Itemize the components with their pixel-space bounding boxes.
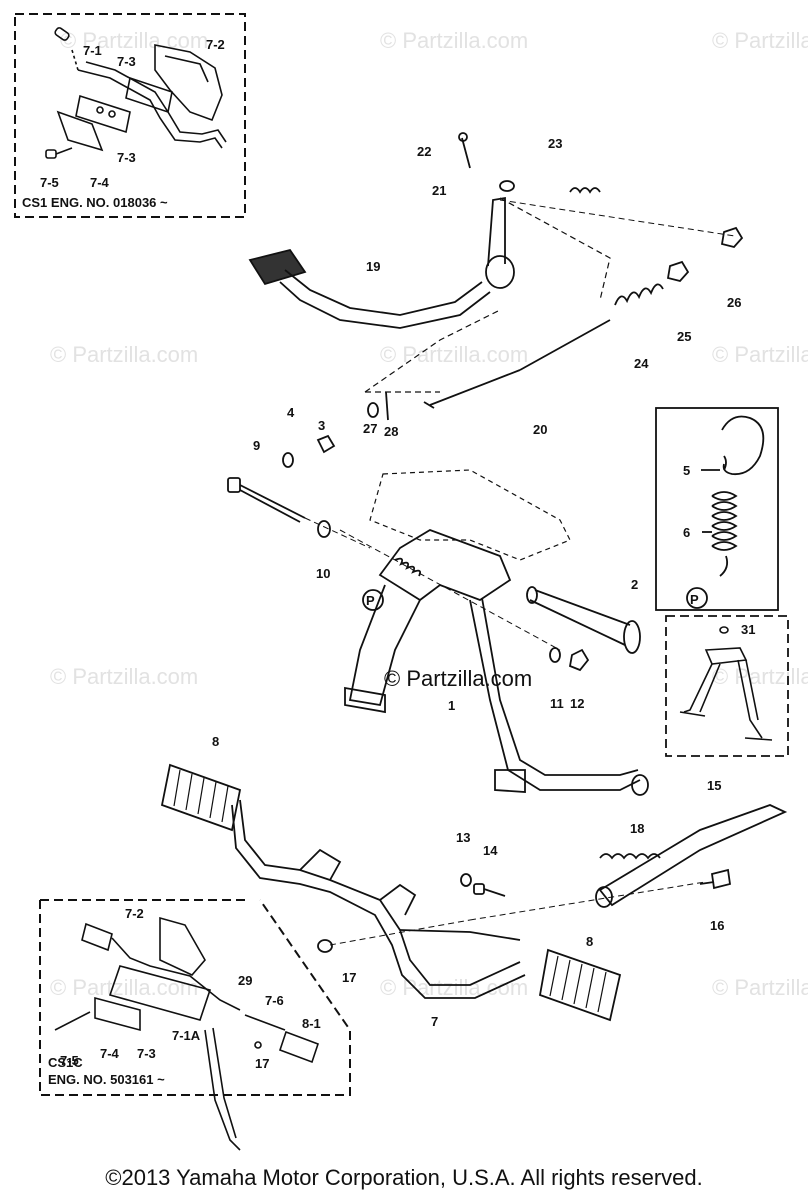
callout-label: 7-3 xyxy=(117,54,136,69)
watermark: © Partzilla.com xyxy=(60,28,208,53)
inset-stand-spring: 5 6 P xyxy=(655,407,779,611)
inset-caption-model: CS1C xyxy=(48,1055,83,1070)
watermark: © Partzilla.com xyxy=(380,28,528,53)
watermark: © Partzilla.com xyxy=(712,664,808,689)
callout-label: 11 xyxy=(550,696,564,711)
callout-label: 28 xyxy=(384,424,398,439)
callout-label: 7-3 xyxy=(117,150,136,165)
watermark: © Partzilla.com xyxy=(712,975,808,1000)
callout-label: 3 xyxy=(318,418,325,433)
badge-letter: P xyxy=(366,593,375,608)
brake-pedal-assembly xyxy=(248,132,744,421)
callout-label: 10 xyxy=(316,566,330,581)
callout-label: 12 xyxy=(570,696,584,711)
callout-label: 24 xyxy=(634,356,649,371)
callout-label: 21 xyxy=(432,183,446,198)
callout-label: 18 xyxy=(630,821,644,836)
callout-label: 31 xyxy=(741,622,755,637)
callout-label: 22 xyxy=(417,144,431,159)
watermark: © Partzilla.com xyxy=(712,28,808,53)
watermark: © Partzilla.com xyxy=(712,342,808,367)
callout-label: 16 xyxy=(710,918,724,933)
stand-callouts: 9 10 2 11 12 1 P © Partzilla.com xyxy=(253,438,638,713)
brake-callouts: 22 23 21 19 26 25 24 20 4 3 27 28 xyxy=(287,136,741,439)
callout-label: 20 xyxy=(533,422,547,437)
inset-caption-eng: ENG. NO. 503161 ~ xyxy=(48,1072,165,1087)
callout-label: 17 xyxy=(342,970,356,985)
center-stand-assembly xyxy=(227,434,649,796)
inset-cs1c-footrest: 7-2 29 7-6 7-5 7-4 7-3 7-1A 17 8-1 CS1C … xyxy=(39,899,351,1151)
callout-label: 7-1A xyxy=(172,1028,201,1043)
watermark-layer: © Partzilla.com © Partzilla.com © Partzi… xyxy=(50,28,808,1000)
callout-label: 23 xyxy=(548,136,562,151)
callout-label: 4 xyxy=(287,405,295,420)
inset-caption: CS1 ENG. NO. 018036 ~ xyxy=(22,195,168,210)
callout-label: 1 xyxy=(448,698,455,713)
footrest-assembly xyxy=(160,763,788,1022)
footrest-callouts: 8 13 14 15 18 16 17 7 8 xyxy=(212,734,724,1029)
callout-label: 5 xyxy=(683,463,690,478)
callout-label: 8 xyxy=(586,934,593,949)
watermark: © Partzilla.com xyxy=(50,342,198,367)
callout-label: 7-1 xyxy=(83,43,102,58)
inset-cs1-footrest: 7-1 7-2 7-3 7-3 7-5 7-4 CS1 ENG. NO. 018… xyxy=(14,13,246,218)
callout-label: 17 xyxy=(255,1056,269,1071)
center-watermark: © Partzilla.com xyxy=(384,666,532,691)
callout-label: 7-5 xyxy=(60,1053,79,1068)
callout-label: 7-2 xyxy=(125,906,144,921)
watermark: © Partzilla.com xyxy=(50,975,198,1000)
badge-letter: P xyxy=(690,592,699,607)
watermark: © Partzilla.com xyxy=(50,664,198,689)
callout-label: 7-4 xyxy=(90,175,110,190)
callout-label: 2 xyxy=(631,577,638,592)
callout-label: 14 xyxy=(483,843,498,858)
callout-label: 8-1 xyxy=(302,1016,321,1031)
callout-label: 8 xyxy=(212,734,219,749)
callout-label: 26 xyxy=(727,295,741,310)
callout-label: 9 xyxy=(253,438,260,453)
callout-label: 7-2 xyxy=(206,37,225,52)
callout-label: 25 xyxy=(677,329,691,344)
watermark: © Partzilla.com xyxy=(380,975,528,1000)
callout-label: 7-6 xyxy=(265,993,284,1008)
copyright-notice: ©2013 Yamaha Motor Corporation, U.S.A. A… xyxy=(105,1165,703,1190)
callout-label: 19 xyxy=(366,259,380,274)
callout-label: 7 xyxy=(431,1014,438,1029)
inset-center-stand: 31 xyxy=(665,615,789,757)
callout-label: 7-4 xyxy=(100,1046,120,1061)
callout-label: 6 xyxy=(683,525,690,540)
watermark: © Partzilla.com xyxy=(380,342,528,367)
callout-label: 13 xyxy=(456,830,470,845)
callout-label: 7-5 xyxy=(40,175,59,190)
callout-label: 27 xyxy=(363,421,377,436)
callout-label: 29 xyxy=(238,973,252,988)
callout-label: 7-3 xyxy=(137,1046,156,1061)
callout-label: 15 xyxy=(707,778,721,793)
